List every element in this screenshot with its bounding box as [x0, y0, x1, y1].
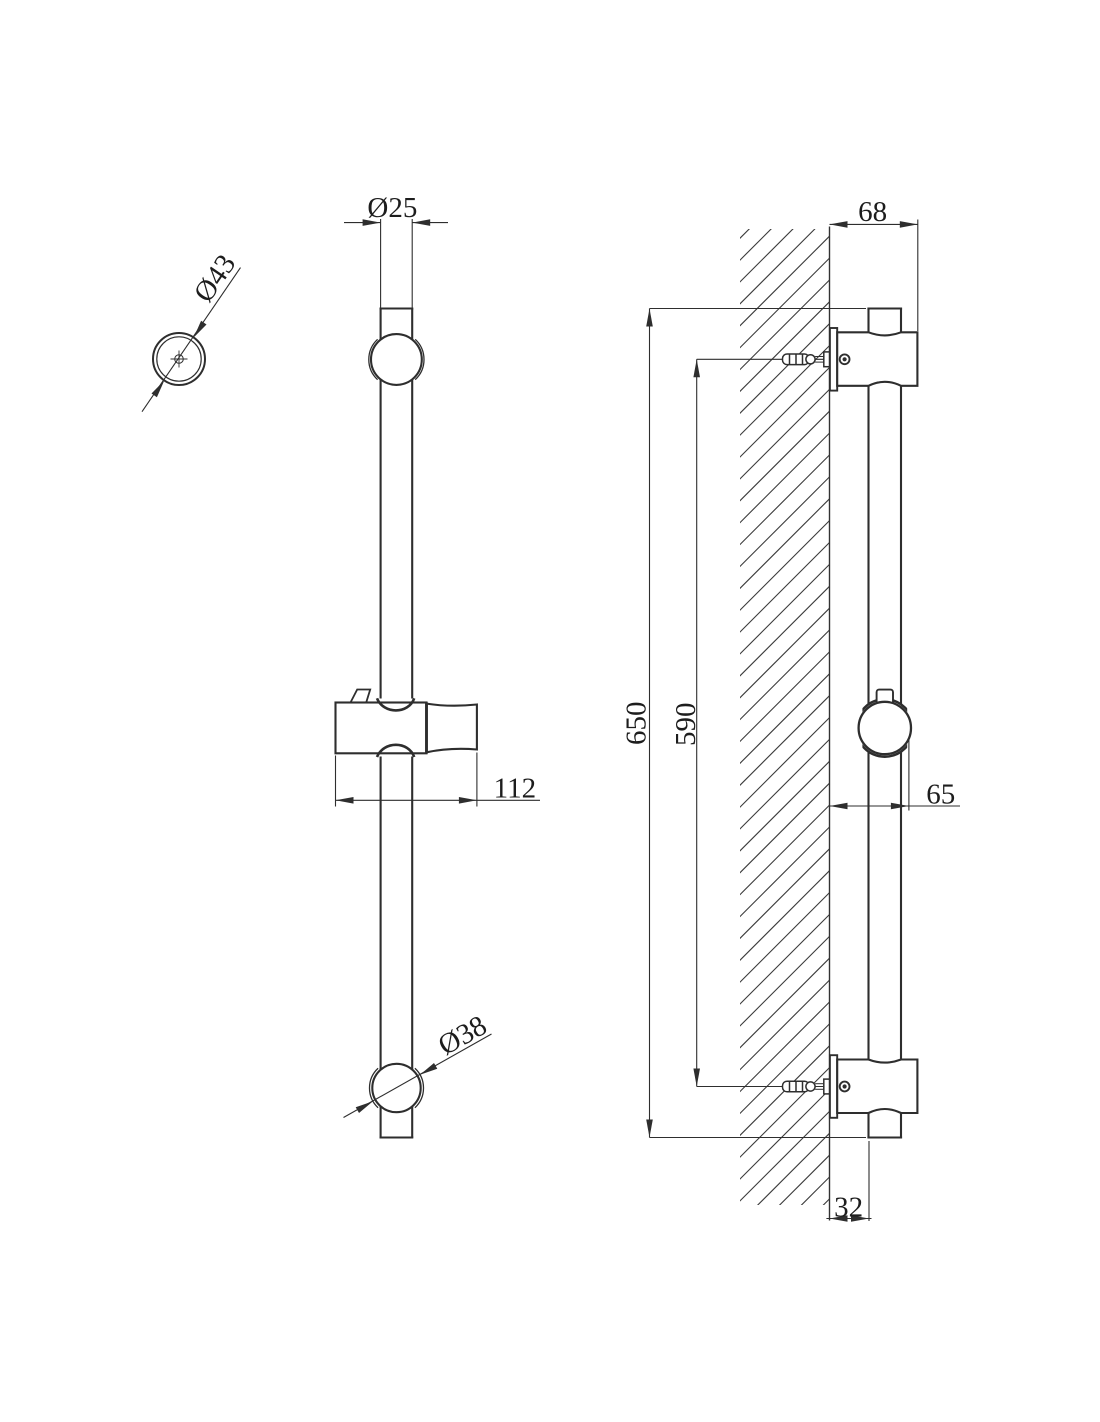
svg-text:112: 112	[494, 772, 536, 804]
svg-text:32: 32	[834, 1192, 863, 1224]
svg-text:65: 65	[926, 778, 955, 810]
svg-text:68: 68	[858, 196, 887, 228]
svg-text:590: 590	[670, 702, 702, 746]
svg-text:Ø25: Ø25	[367, 192, 417, 224]
svg-text:650: 650	[621, 701, 653, 745]
